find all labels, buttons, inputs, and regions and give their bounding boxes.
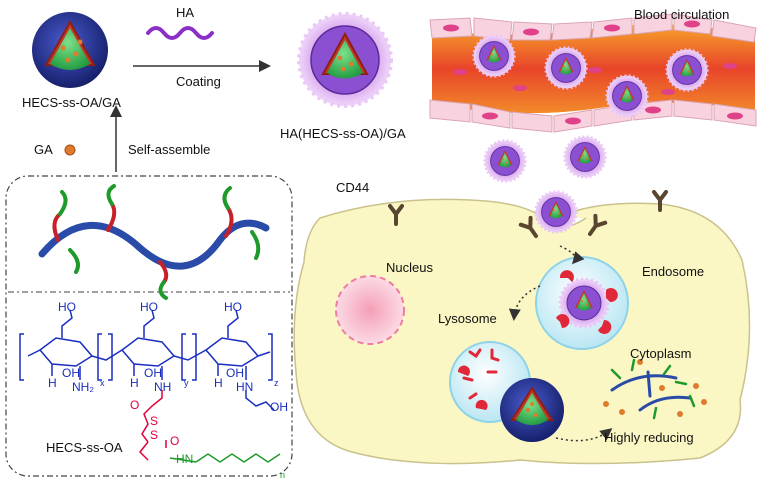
label-ha: HA — [176, 5, 195, 20]
label-cd44: CD44 — [336, 180, 370, 195]
label-endosome: Endosome — [642, 264, 705, 279]
chem-ho: HO — [58, 300, 76, 314]
chem-hn: HN — [176, 452, 194, 466]
label-blood-circulation: Blood circulation — [634, 7, 730, 22]
alkyl-chain — [195, 453, 281, 463]
chem-nh: NH — [154, 380, 172, 394]
hecs-chemical-structure — [19, 309, 273, 381]
label-hecs-ss-oa: HECS-ss-OA — [46, 440, 123, 455]
released-particle — [500, 378, 564, 442]
chem-oh: OH — [144, 366, 162, 380]
ha-particle-binding — [534, 190, 578, 234]
label-lysosome: Lysosome — [438, 311, 497, 326]
ha-particle — [563, 135, 607, 179]
chem-h: H — [48, 376, 57, 390]
nucleus — [335, 275, 405, 345]
chem-oh: OH — [226, 366, 244, 380]
chem-oh: OH — [62, 366, 80, 380]
ha-strand-icon — [146, 26, 214, 40]
chem-hn: HN — [236, 380, 254, 394]
ha-particle — [483, 139, 527, 183]
chem-subscript-z: z — [274, 378, 279, 388]
chem-subscript-y: y — [184, 378, 189, 388]
chem-o: O — [170, 434, 180, 448]
chem-oh: OH — [270, 400, 288, 414]
chem-h: H — [130, 376, 139, 390]
disulfide-linker — [138, 390, 275, 461]
chem-h: H — [214, 376, 223, 390]
label-hecs-ss-oa-ga: HECS-ss-OA/GA — [22, 95, 121, 110]
label-ga: GA — [34, 142, 53, 157]
chem-o: O — [130, 398, 140, 412]
chem-subscript-n: n — [280, 470, 286, 480]
label-ha-hecs-ss-oa-ga: HA(HECS-ss-OA)/GA — [280, 126, 406, 141]
ga-bead-icon — [64, 144, 76, 156]
label-nucleus: Nucleus — [386, 260, 433, 275]
label-coating: Coating — [176, 74, 221, 89]
chem-s: S — [150, 414, 159, 428]
label-self-assemble: Self-assemble — [128, 142, 211, 157]
blood-vessel — [429, 13, 757, 133]
label-cytoplasm: Cytoplasm — [630, 346, 692, 361]
chem-subscript-x: x — [100, 378, 105, 388]
chem-ho: HO — [140, 300, 158, 314]
chem-nh2: NH₂ — [72, 380, 94, 394]
dispersed-polymer — [603, 358, 707, 420]
label-highly-reducing: Highly reducing — [604, 430, 694, 445]
chem-ho: HO — [224, 300, 242, 314]
polymer-cartoon — [38, 184, 270, 300]
hecs-ss-oa-ga-particle — [32, 12, 108, 88]
endosome — [535, 256, 629, 350]
chem-s: S — [150, 428, 159, 442]
structure-panel — [5, 175, 293, 477]
ha-coated-particle — [297, 12, 393, 108]
